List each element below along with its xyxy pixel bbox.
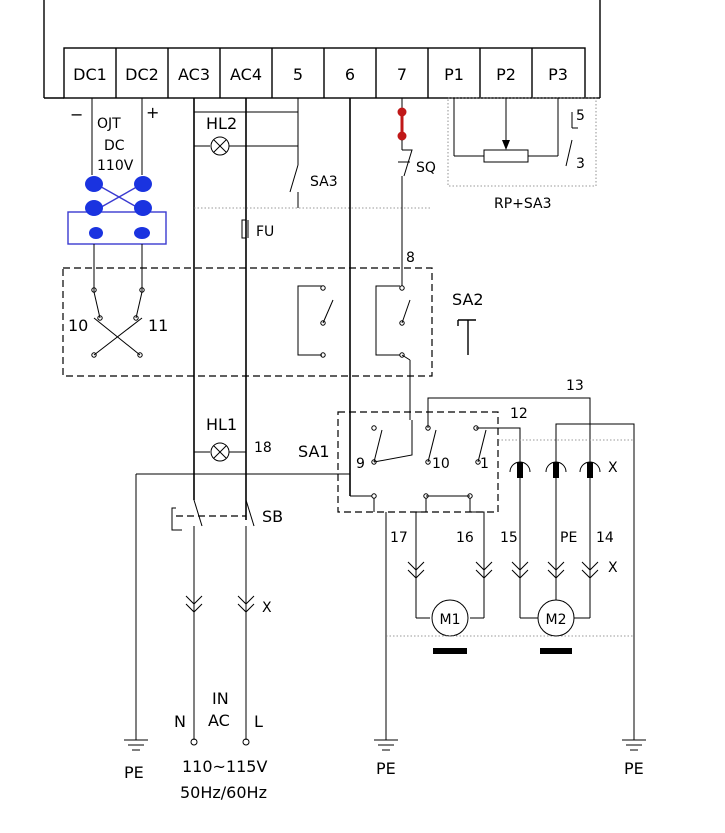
terminal-p1: P1 <box>444 65 464 84</box>
sa3-switch: SA3 <box>289 98 338 208</box>
wire-15-label: 15 <box>500 530 518 546</box>
rp-sa3-box: 5 3 RP+SA3 <box>447 97 597 212</box>
terminal-p3: P3 <box>548 65 568 84</box>
hl1-label: HL1 <box>206 415 237 434</box>
input-plugs: X <box>185 595 272 616</box>
ac-label: AC <box>208 711 230 730</box>
wire-8-label: 8 <box>406 250 415 266</box>
sa1-pos-10: 10 <box>432 456 450 472</box>
red-contact-bottom <box>397 131 407 141</box>
pe-right-label: PE <box>624 759 644 778</box>
terminal-dc2: DC2 <box>125 65 159 84</box>
x-right-label: X <box>608 560 618 576</box>
l-label: L <box>254 712 263 731</box>
ac-lines: HL2 FU <box>193 98 430 520</box>
frequency-label: 50Hz/60Hz <box>180 783 267 802</box>
pe-center-label: PE <box>376 759 396 778</box>
sa1-pos-9: 9 <box>356 456 365 472</box>
wire-13-label: 13 <box>566 378 584 394</box>
sa3-pos-5: 5 <box>576 108 585 124</box>
hl1-sb: HL1 18 SB <box>135 415 350 740</box>
wire-17-label: 17 <box>390 530 408 546</box>
wire-18-label: 18 <box>254 440 272 456</box>
sa3-pos-3: 3 <box>576 156 585 172</box>
dc-voltage-label: 110V <box>97 158 134 174</box>
motor-connectors: X <box>509 460 618 478</box>
motor-m2-icon <box>537 599 575 637</box>
terminal-7: 7 <box>397 65 407 84</box>
contact-10-label: 10 <box>68 316 88 335</box>
out-label: OJT <box>97 116 121 132</box>
ac-input: N L IN AC 110~115V 50Hz/60Hz <box>174 689 267 802</box>
m1-label: M1 <box>440 612 461 628</box>
controller-housing <box>43 0 601 99</box>
terminal-ac4: AC4 <box>230 65 262 84</box>
terminal-5: 5 <box>293 65 303 84</box>
dc-jumper-block <box>67 176 167 285</box>
plus-label: + <box>146 103 159 122</box>
wire-pe-label: PE <box>560 530 577 546</box>
dc-label: DC <box>104 138 125 154</box>
sa2-label: SA2 <box>452 290 484 309</box>
terminal-p2: P2 <box>496 65 516 84</box>
m2-label: M2 <box>546 612 567 628</box>
sb-label: SB <box>262 507 283 526</box>
minus-label: − <box>70 105 83 124</box>
sa2-region: 10 11 SA2 <box>62 267 484 377</box>
contact-11-label: 11 <box>148 316 168 335</box>
potentiometer-icon <box>483 149 529 163</box>
earth-left-icon <box>124 739 148 751</box>
motor-m1-branch: 17 16 M1 <box>373 498 634 740</box>
earth-center-icon <box>374 739 398 751</box>
sa1-label: SA1 <box>298 442 330 461</box>
terminal-6: 6 <box>345 65 355 84</box>
fu-label: FU <box>256 224 274 240</box>
wire-16-label: 16 <box>456 530 474 546</box>
hl2-label: HL2 <box>206 114 237 133</box>
terminal-dc1: DC1 <box>73 65 107 84</box>
wire-14-label: 14 <box>596 530 614 546</box>
x-top-label: X <box>608 460 618 476</box>
pe-left-label: PE <box>124 763 144 782</box>
motor-m2-branch: 15 PE 14 X M2 <box>500 478 618 654</box>
terminal-block: DC1 DC2 AC3 AC4 5 6 7 P1 P2 P3 <box>63 47 586 99</box>
n-label: N <box>174 712 186 731</box>
sq-limit-switch: SQ 8 <box>397 98 436 420</box>
in-label: IN <box>212 689 229 708</box>
dc-output: − + OJT DC 110V <box>70 98 159 175</box>
wire-12-label: 12 <box>510 406 528 422</box>
sq-label: SQ <box>416 160 436 176</box>
terminal-ac3: AC3 <box>178 65 210 84</box>
voltage-label: 110~115V <box>182 757 267 776</box>
earth-right-icon <box>622 739 646 751</box>
fuse-icon <box>241 219 247 239</box>
sa1-pos-1: 1 <box>480 456 489 472</box>
rp-sa3-label: RP+SA3 <box>494 196 552 212</box>
x-left-label: X <box>262 600 272 616</box>
sa1-region: SA1 9 10 1 13 12 <box>298 378 635 740</box>
sa3-label: SA3 <box>310 174 338 190</box>
